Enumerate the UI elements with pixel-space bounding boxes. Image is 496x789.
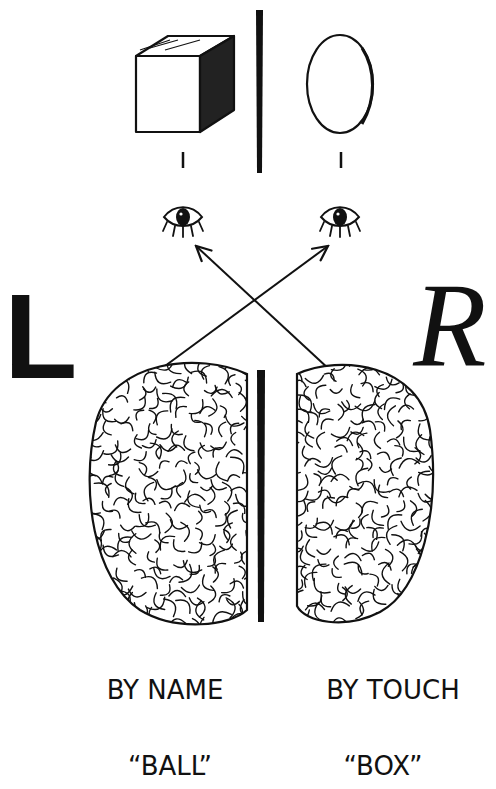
method-label: BY TOUCH [326, 677, 460, 703]
answer-label: “BOX” [343, 753, 422, 779]
side-letter: L [4, 276, 77, 396]
divider-bar [256, 10, 263, 173]
eye-symbol [163, 207, 203, 237]
side-letter: R [413, 266, 486, 386]
optic-arrow [165, 246, 328, 366]
left-hemisphere [83, 353, 264, 637]
eye-symbols [163, 207, 360, 237]
cube-object [136, 36, 234, 132]
eye-symbol [320, 207, 360, 237]
answer-label: “BALL” [128, 753, 212, 779]
sight-tick [183, 152, 341, 168]
method-label: BY NAME [107, 677, 224, 703]
divider-bar [257, 370, 265, 622]
ball-object [307, 35, 373, 133]
right-hemisphere [287, 351, 451, 638]
optic-arrow [196, 246, 330, 370]
